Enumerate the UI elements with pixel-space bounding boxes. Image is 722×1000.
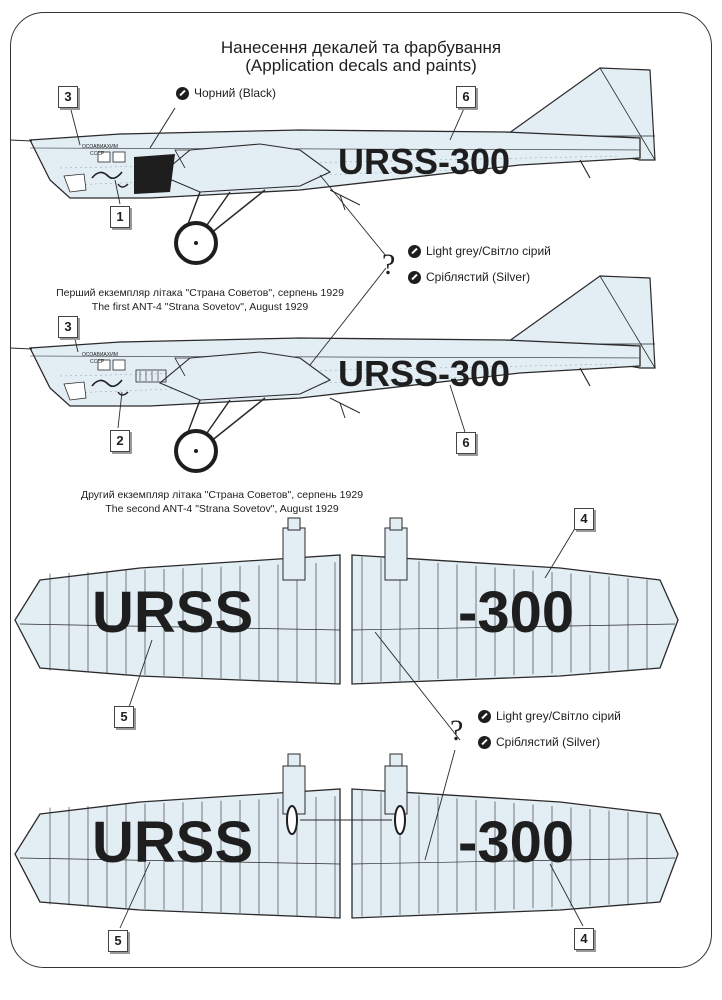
callout-3-aircraft-2: 3: [58, 316, 78, 338]
title-english: (Application decals and paints): [245, 56, 477, 75]
callout-5-wing-bottom: 5: [108, 930, 128, 952]
callout-6-aircraft-2: 6: [456, 432, 476, 454]
legend-grey-bottom: Light grey/Світло сірий: [478, 709, 621, 723]
registration-aircraft-2: URSS-300: [338, 353, 510, 394]
callout-6-aircraft-1: 6: [456, 86, 476, 108]
legend-black-label: Чорний (Black): [194, 86, 277, 100]
legend-grey-bottom-label: Light grey/Світло сірий: [496, 709, 621, 723]
caption-aircraft-1-en: The first ANT-4 "Strana Sovetov", August…: [91, 301, 309, 313]
paint-icon: [478, 735, 491, 749]
callout-3-aircraft-1: 3: [58, 86, 78, 108]
registration-wing-top-right: -300: [458, 580, 574, 645]
wing-top-view: [14, 517, 679, 685]
legend-silver-bottom: Сріблястий (Silver): [478, 735, 600, 749]
paint-icon: [478, 709, 491, 723]
caption-aircraft-2-en: The second ANT-4 "Strana Sovetov", Augus…: [105, 503, 339, 515]
wing-bottom-view: [14, 753, 679, 919]
nose-text-1-line1: ОСОАВИАХИМ: [82, 144, 118, 150]
legend-grey-top: Light grey/Світло сірий: [408, 244, 551, 258]
registration-wing-top-left: URSS: [92, 580, 253, 645]
caption-aircraft-2: Другий екземпляр літака "Страна Советов"…: [22, 488, 422, 516]
callout-4-wing-bottom: 4: [574, 928, 594, 950]
paint-icon: [176, 86, 189, 100]
registration-wing-bottom-right: -300: [458, 810, 574, 875]
legend-black: Чорний (Black): [176, 86, 276, 100]
callout-2: 2: [110, 430, 130, 452]
registration-wing-bottom-left: URSS: [92, 810, 253, 875]
question-mark-top: ?: [382, 248, 396, 281]
legend-silver-bottom-label: Сріблястий (Silver): [496, 735, 601, 749]
legend-silver-top-label: Сріблястий (Silver): [426, 270, 531, 284]
nose-text-1-line2: СССР: [90, 151, 105, 157]
leader-lines: [69, 103, 584, 929]
question-mark-bottom: ?: [450, 714, 464, 747]
nose-text-2-line1: ОСОАВИАХИМ: [82, 352, 118, 358]
paint-icon: [408, 244, 421, 258]
callout-1: 1: [110, 206, 130, 228]
paint-icon: [408, 270, 421, 284]
aircraft-1-side-view: [8, 66, 657, 265]
registration-aircraft-1: URSS-300: [338, 141, 510, 182]
caption-aircraft-2-ua: Другий екземпляр літака "Страна Советов"…: [80, 489, 364, 501]
aircraft-2-side-view: [8, 274, 657, 473]
caption-aircraft-1: Перший екземпляр літака "Страна Советов"…: [0, 286, 400, 314]
callout-5-wing-top: 5: [114, 706, 134, 728]
sheet-border: [10, 12, 712, 968]
callout-4-wing-top: 4: [574, 508, 594, 530]
title-ukrainian: Нанесення декалей та фарбування: [220, 38, 502, 57]
legend-grey-top-label: Light grey/Світло сірий: [426, 244, 551, 258]
legend-silver-top: Сріблястий (Silver): [408, 270, 530, 284]
nose-text-2-line2: СССР: [90, 359, 105, 365]
caption-aircraft-1-ua: Перший екземпляр літака "Страна Советов"…: [56, 287, 344, 299]
